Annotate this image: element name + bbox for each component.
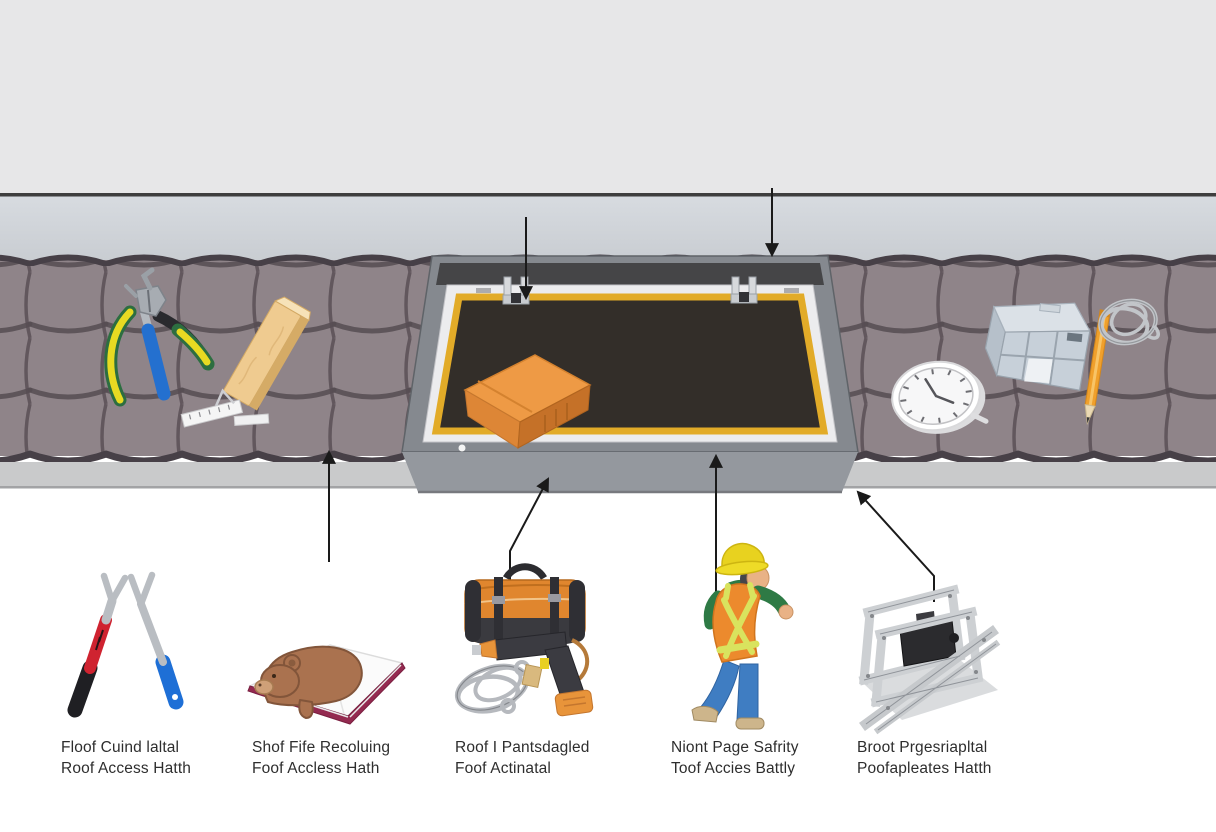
caption-line: Toof Accies Battly	[671, 760, 796, 777]
caption-bear-book: Shof Fife Recoluing Foof Accless Hath	[252, 737, 390, 779]
caption-worker: Niont Page Safrity Toof Accies Battly	[671, 737, 799, 779]
caption-tool-bag: Roof I Pantsdagled Foof Actinatal	[455, 737, 590, 779]
fork-tools-icon	[67, 571, 184, 718]
wood-block-icon	[223, 296, 311, 411]
bear-on-book-icon	[247, 644, 406, 725]
tool-bag-drill-icon	[454, 563, 594, 717]
caption-fork-tools: Floof Cuind laltal Roof Access Hatth	[61, 737, 191, 779]
hatch-back-curb	[436, 263, 824, 285]
caption-line: Roof I Pantsdagled	[455, 739, 590, 756]
lifting-frame-icon	[858, 584, 1001, 735]
safety-worker-icon	[691, 542, 794, 730]
crate-icon	[984, 302, 1091, 391]
wall-top-line	[0, 193, 1216, 197]
caption-line: Shof Fife Recoluing	[252, 739, 391, 756]
sill-marking	[476, 288, 491, 293]
sill-marking	[784, 288, 799, 293]
wall-band	[0, 196, 1216, 260]
caption-frame: Broot Prgesriapltal Poofapleates Hatth	[857, 737, 992, 779]
annotation-arrows	[322, 188, 935, 602]
caption-line: Broot Prgesriapltal	[857, 739, 988, 756]
caption-line: Floof Cuind laltal	[61, 739, 180, 756]
caption-line: Poofapleates Hatth	[857, 760, 992, 777]
orange-box-icon	[458, 354, 592, 452]
caption-line: Niont Page Safrity	[671, 739, 799, 756]
pliers-icon	[104, 267, 215, 407]
sky-band	[0, 0, 1216, 193]
lower-white-area	[0, 488, 1216, 832]
hinge-bracket-right	[730, 276, 758, 304]
caption-line: Roof Access Hatth	[61, 760, 192, 777]
ruler-icon	[180, 388, 270, 428]
drill-icon	[472, 631, 594, 717]
hatch-front-curb	[402, 452, 858, 492]
wire-coil-icon	[1098, 298, 1160, 346]
clock-gauge-icon	[891, 360, 989, 434]
caption-line: Foof Accless Hath	[252, 760, 380, 777]
caption-line: Foof Actinatal	[455, 760, 552, 777]
roof-hatch	[401, 255, 859, 494]
